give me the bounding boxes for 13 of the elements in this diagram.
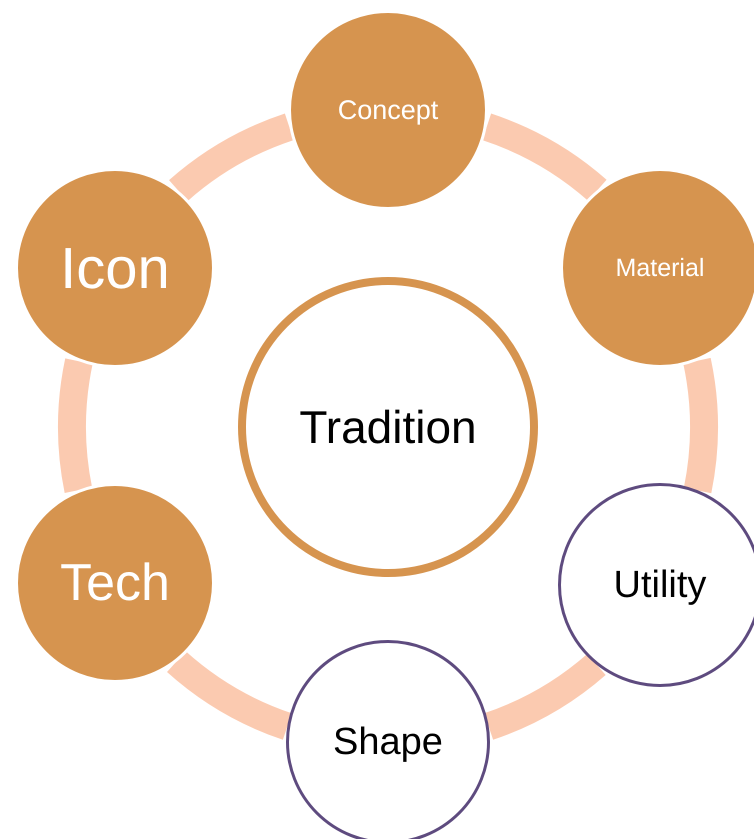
ring-connector [168,650,292,740]
ring-connector [683,358,718,493]
node-label: Shape [333,720,443,764]
node-label: Tech [60,553,170,613]
node-label: Concept [338,94,438,126]
ring-connector [484,654,606,740]
node-label: Utility [614,564,706,606]
ring-connector [482,114,606,202]
node-label: Tradition [299,400,477,454]
node-label: Material [616,254,704,282]
ring-connector [58,359,93,492]
ring-connector [170,114,294,202]
node-label: Icon [60,234,170,302]
